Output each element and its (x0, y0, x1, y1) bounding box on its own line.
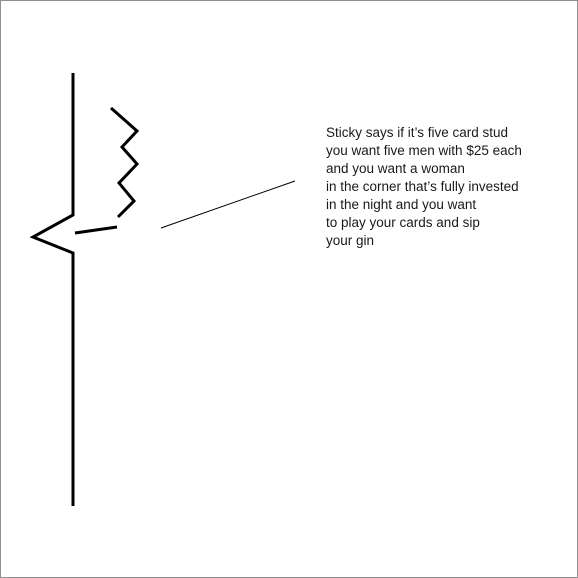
caption-text: Sticky says if it’s five card stud you w… (326, 124, 566, 250)
short-stub-line (74, 225, 118, 235)
caption-line: in the night and you want (326, 197, 477, 212)
caption-line: you want five men with $25 each (326, 143, 522, 158)
caption-line: to play your cards and sip (326, 215, 480, 230)
caption-line: your gin (326, 233, 375, 248)
caption-line: and you want a woman (326, 161, 465, 176)
vertical-notched-line (29, 73, 75, 506)
caption-line: Sticky says if it’s five card stud (326, 125, 509, 140)
pointer-line (160, 180, 296, 229)
caption-line: in the corner that’s fully invested (326, 179, 519, 194)
zigzag-line (110, 106, 140, 219)
